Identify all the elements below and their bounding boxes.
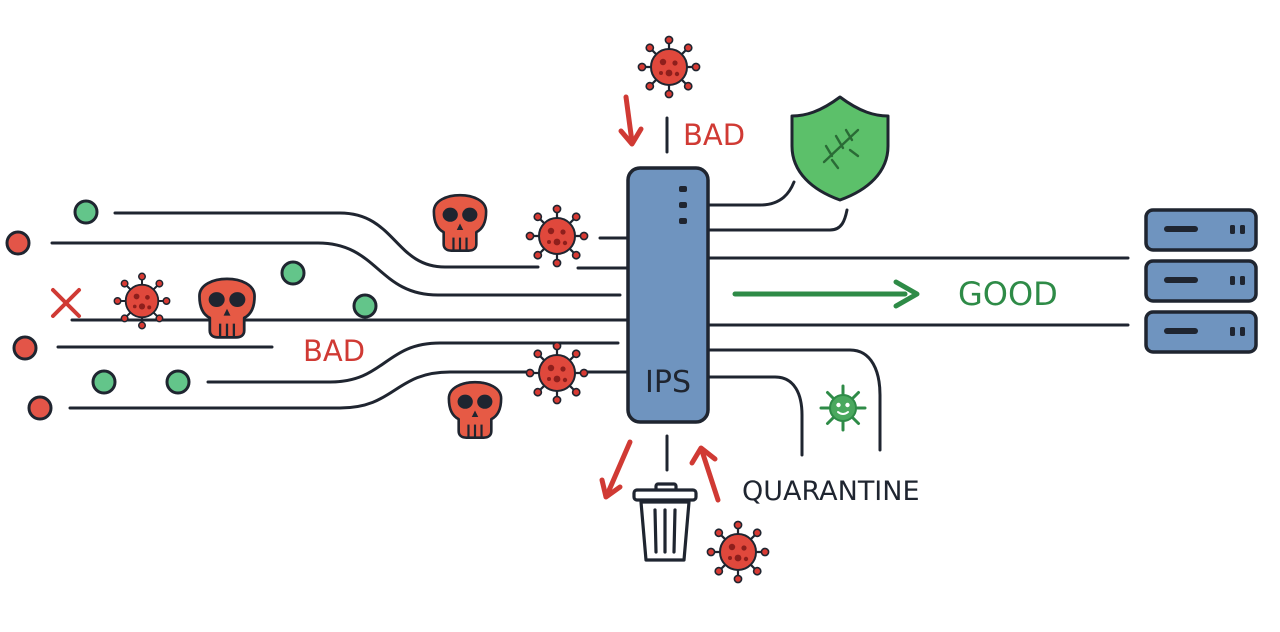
red-dot-icon xyxy=(5,230,31,256)
skull-icon xyxy=(447,380,503,439)
red-dot-icon xyxy=(27,395,53,421)
virus-icon xyxy=(525,204,589,268)
virus-icon xyxy=(113,272,171,330)
good-label: GOOD xyxy=(958,275,1058,313)
x-mark-icon xyxy=(51,288,81,318)
green-dot-icon xyxy=(352,293,378,319)
bad-label-left: BAD xyxy=(303,334,365,368)
skull-icon xyxy=(198,277,256,339)
skull-icon xyxy=(432,193,488,252)
green-dot-icon xyxy=(280,260,306,286)
virus-icon xyxy=(706,520,770,584)
green-dot-icon xyxy=(91,369,117,395)
good-arrow xyxy=(732,279,920,309)
outbound-traffic-lines xyxy=(706,180,1130,457)
green-dot-icon xyxy=(165,369,191,395)
virus-icon xyxy=(525,341,589,405)
server-stack-icon xyxy=(1144,208,1258,354)
quarantine-label: QUARANTINE xyxy=(742,476,920,507)
shield-icon xyxy=(790,95,890,202)
trash-can-icon xyxy=(632,482,698,562)
virus-icon xyxy=(637,35,701,99)
safe-traffic-dots xyxy=(73,199,378,395)
bad-label-top: BAD xyxy=(683,118,745,152)
ips-device: IPS xyxy=(626,166,710,424)
red-dot-icon xyxy=(12,335,38,361)
malicious-traffic-dots xyxy=(5,230,53,421)
blocked-arrows xyxy=(599,94,721,503)
inbound-traffic-lines xyxy=(50,211,630,410)
ips-label: IPS xyxy=(645,365,691,400)
green-dot-icon xyxy=(73,199,99,225)
quarantined-virus-icon xyxy=(819,384,867,432)
